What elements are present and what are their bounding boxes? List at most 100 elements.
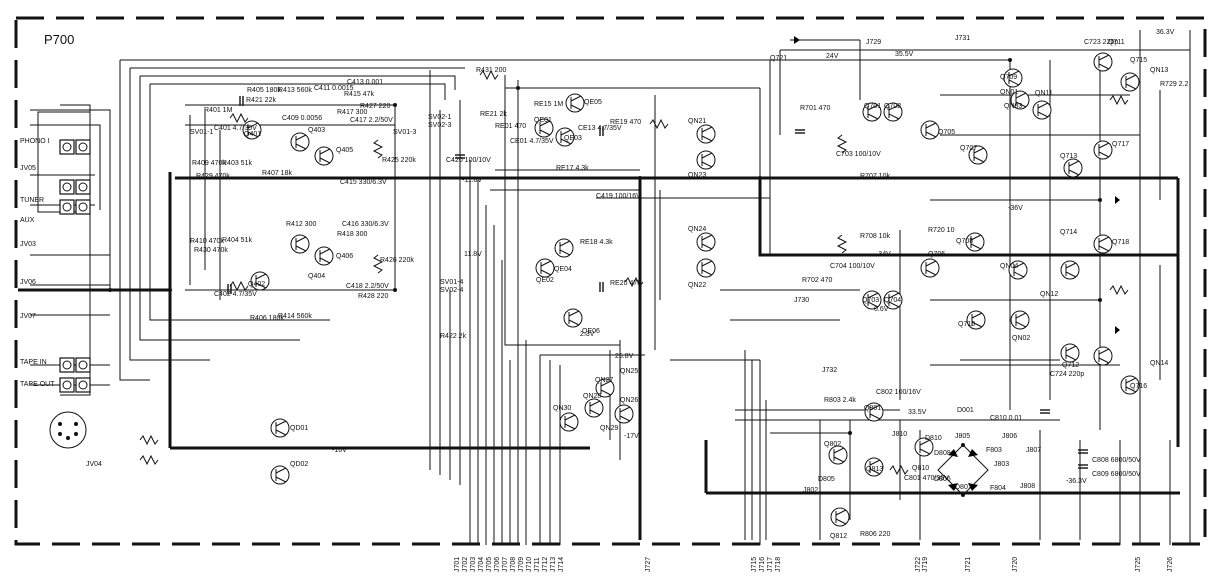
label-c415: C415 330/6.3V — [340, 179, 387, 186]
label-q703: Q703 — [862, 297, 879, 304]
junction-dots — [108, 58, 1102, 497]
label-qn23: QN23 — [688, 172, 706, 179]
jumper-j807: J807 — [1026, 447, 1041, 454]
diode-labels: Q721 D001 D810 D808 D807 D806 D805 F803 … — [770, 55, 1006, 492]
label-r427: R427 220 — [360, 103, 390, 110]
label-r426: R426 220k — [380, 257, 414, 264]
connector-tuner: TUNER — [20, 197, 44, 204]
label-d805: D805 — [818, 476, 835, 483]
label-q401: Q401 — [244, 131, 261, 138]
jumper-j707: J707 — [502, 557, 509, 572]
jumper-j710: J710 — [526, 557, 533, 572]
switch-sv01-3: SV01-3 — [393, 129, 416, 136]
switch-sv02-3: SV02-3 — [428, 122, 451, 129]
left-wiring — [30, 59, 1010, 545]
jumper-j704: J704 — [478, 557, 485, 572]
label-q402: Q402 — [248, 281, 265, 288]
net-neg-16v: -16V — [332, 447, 347, 454]
net-25-8v: 25.8V — [615, 353, 634, 360]
resistor-labels: R401 1M R403 51k R404 51k R405 180k R406… — [190, 67, 1189, 538]
label-c411: C411 0.0015 — [314, 85, 354, 92]
label-r407: R407 18k — [262, 170, 292, 177]
passive-symbols — [139, 36, 1129, 476]
label-q716: Q716 — [1130, 383, 1147, 390]
jumper-labels: J701 J702 J703 J704 J705 J706 J707 J708 … — [454, 35, 1174, 572]
label-c810: C810 0.01 — [990, 415, 1022, 422]
jumper-j810: J810 — [892, 431, 907, 438]
label-q706: Q706 — [928, 251, 945, 258]
label-ce13: CE13 4.7/35V — [578, 125, 622, 132]
net-0-6v: 0.6V — [874, 306, 889, 313]
jumper-j701: J701 — [454, 557, 461, 572]
label-re18: RE18 4.3k — [580, 239, 613, 246]
label-qn03: QN03 — [1004, 103, 1022, 110]
jumper-j726: J726 — [1167, 557, 1174, 572]
label-r418: R418 300 — [337, 231, 367, 238]
label-re17: RE17 4.3k — [556, 165, 589, 172]
label-r428: R428 220 — [358, 293, 388, 300]
label-qn28: QN28 — [583, 393, 601, 400]
label-q712: Q712 — [1062, 362, 1079, 369]
label-r422: R422 2k — [440, 333, 467, 340]
label-c413: C413 0.001 — [347, 79, 383, 86]
jumper-j719: J719 — [922, 557, 929, 572]
jumper-j717: J717 — [767, 557, 774, 572]
label-r409: R409 470k — [192, 160, 226, 167]
label-qn27: QN27 — [595, 377, 613, 384]
label-qe05: QE05 — [584, 99, 602, 106]
label-q714: Q714 — [1060, 229, 1077, 236]
label-r417: R417 300 — [337, 109, 367, 116]
connector-jv07: JV07 — [20, 313, 36, 320]
label-c402: C402 4.7/35V — [214, 291, 257, 298]
label-c802: C802 100/16V — [876, 389, 921, 396]
jumper-j806: J806 — [1002, 433, 1017, 440]
label-c808: C808 6800/50V — [1092, 457, 1141, 464]
label-r720: R720 10 — [928, 227, 955, 234]
net-labels: 24V 35.5V 33.5V 36.3V -34V -36V -36.3V -… — [332, 29, 1175, 485]
jumper-j708: J708 — [510, 557, 517, 572]
label-c704: C704 100/10V — [830, 263, 875, 270]
label-qn12: QN12 — [1040, 291, 1058, 298]
label-r707: R707 10k — [860, 173, 890, 180]
label-q704: Q704 — [884, 297, 901, 304]
jumper-j803: J803 — [994, 461, 1009, 468]
label-d001: D001 — [957, 407, 974, 414]
label-q717: Q717 — [1112, 141, 1129, 148]
label-q709: Q709 — [1000, 74, 1017, 81]
connector-jv06: JV06 — [20, 279, 36, 286]
jumper-j730: J730 — [794, 297, 809, 304]
net-neg-36v: -36V — [1008, 205, 1023, 212]
net-36-3v: 36.3V — [1156, 29, 1175, 36]
jumper-j805: J805 — [955, 433, 970, 440]
label-q801: Q801 — [864, 405, 881, 412]
jumper-j732: J732 — [822, 367, 837, 374]
capacitor-labels: C401 4.7/35V C402 4.7/35V C409 0.0056 C4… — [214, 39, 1141, 482]
label-qn21: QN21 — [688, 118, 706, 125]
label-qe01: QE01 — [534, 117, 552, 124]
jumper-j715: J715 — [751, 557, 758, 572]
label-qd01: QD01 — [290, 425, 308, 432]
label-c809: C809 6800/50V — [1092, 471, 1141, 478]
label-qe02: QE02 — [536, 277, 554, 284]
label-c703: C703 100/10V — [836, 151, 881, 158]
transistor-labels: Q401 Q402 Q403 Q404 Q405 Q406 QE01 QE02 … — [244, 39, 1168, 540]
jumper-j808: J808 — [1020, 483, 1035, 490]
label-r429: R429 470k — [196, 173, 230, 180]
label-r806: R806 220 — [860, 531, 890, 538]
net-33-5v: 33.5V — [908, 409, 927, 416]
label-q802: Q802 — [824, 441, 841, 448]
jumper-j722: J722 — [915, 557, 922, 572]
jumper-j720: J720 — [1012, 557, 1019, 572]
label-d810: D810 — [925, 435, 942, 442]
net-35-5v: 35.5V — [895, 51, 914, 58]
label-q715: Q715 — [1130, 57, 1147, 64]
net-neg-11-8v: -11.8V — [462, 177, 482, 184]
label-r430: R430 470k — [194, 247, 228, 254]
jumper-j703: J703 — [470, 557, 477, 572]
net-neg-34v: -34V — [876, 251, 891, 258]
connector-tape-in: TAPE IN — [20, 359, 47, 366]
label-re21: RE21 2k — [480, 111, 507, 118]
jumper-j725: J725 — [1135, 557, 1142, 572]
label-r406: R406 180k — [250, 315, 284, 322]
